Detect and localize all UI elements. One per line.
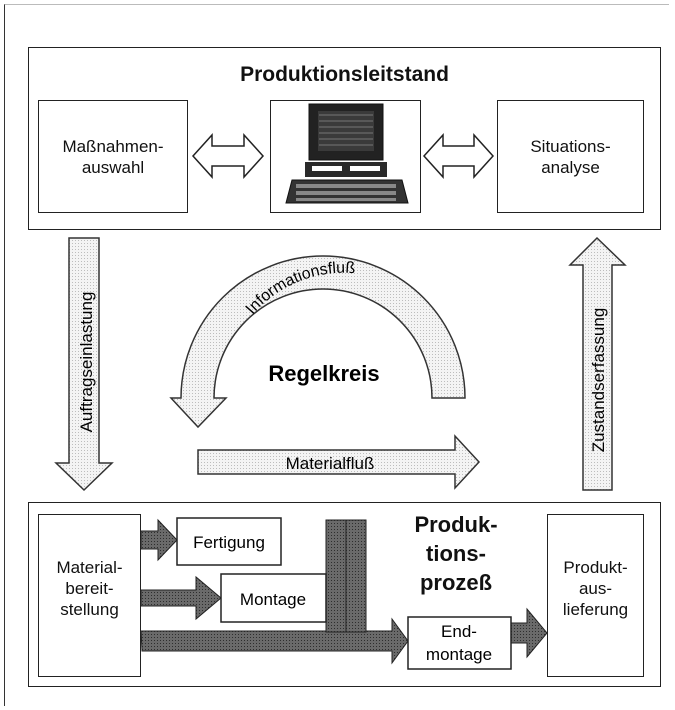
production-process-title: Produk- tions- prozeß [414, 512, 498, 595]
measure-selection-box [38, 100, 188, 213]
material-supply-label: Material- bereit- stellung [56, 558, 123, 619]
product-delivery-box [547, 514, 644, 677]
figure-frame [4, 4, 669, 706]
situation-analysis-box [497, 100, 644, 213]
situation-analysis-label: Situations- analyse [530, 137, 611, 177]
product-delivery-label: Produkt- aus- lieferung [562, 558, 629, 619]
computer-box [270, 100, 421, 213]
control-center-title: Produktionsleitstand [240, 63, 449, 86]
measure-selection-label: Maßnahmen- auswahl [62, 137, 164, 177]
